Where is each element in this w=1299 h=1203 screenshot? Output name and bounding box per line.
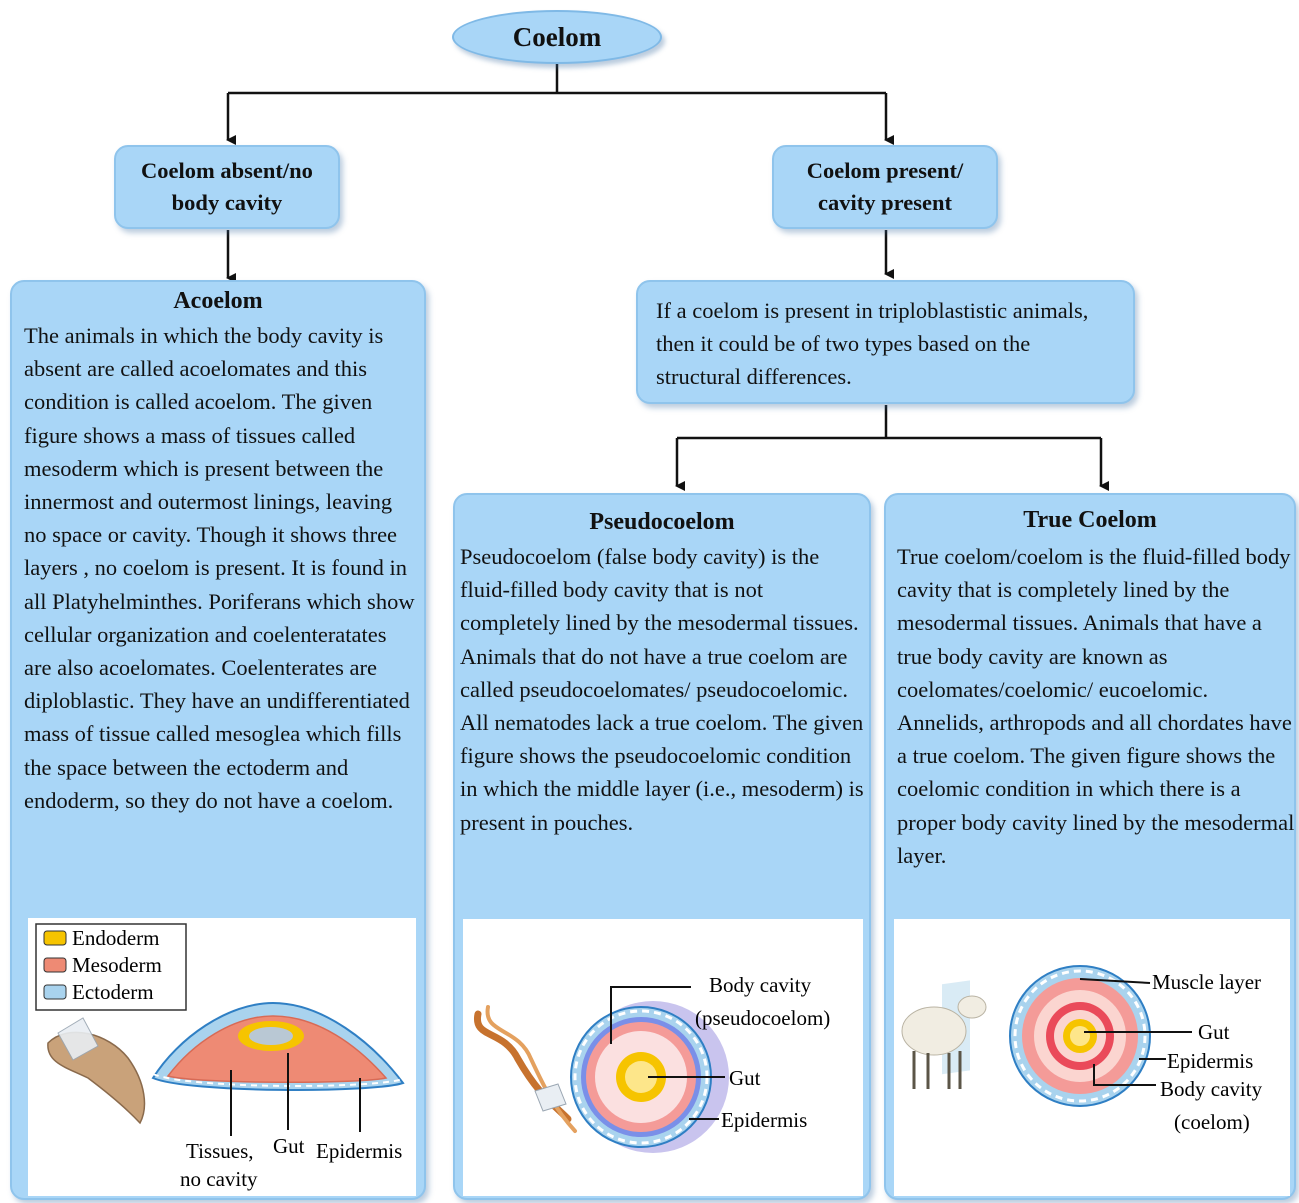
label-gut: Gut [729,1066,761,1090]
coelom-absent-node: Coelom absent/no body cavity [114,145,340,229]
legend-label-endoderm: Endoderm [72,926,159,950]
root-title: Coelom [512,21,602,52]
label-epidermis: Epidermis [316,1139,402,1163]
pseudocoelom-figure: Body cavity (pseudocoelom) Gut Epidermis [474,973,830,1153]
acoelom-figure-panel: Endoderm Mesoderm Ectoderm [28,918,416,1196]
acoelom-cross-section [151,997,405,1091]
label-no-cavity: no cavity [180,1167,258,1191]
coelom-present-title: Coelom present/ cavity present [806,158,964,215]
label-gut: Gut [273,1134,305,1158]
coelom-present-node: Coelom present/ cavity present [772,145,998,229]
legend-label-mesoderm: Mesoderm [72,953,162,977]
nematode-illustration [474,1005,577,1133]
label-muscle-layer: Muscle layer [1152,970,1261,994]
gut-lumen [249,1027,293,1045]
label-epidermis: Epidermis [721,1108,807,1132]
true-coelom-figure-panel: Muscle layer Gut Epidermis Body cavity (… [894,919,1290,1196]
acoelom-box: Acoelom The animals in which the body ca… [10,280,426,1200]
true-coelom-title: True Coelom [1023,507,1157,533]
legend-swatch-mesoderm [43,957,67,973]
present-note-text: If a coelom is present in triploblastist… [656,298,1089,390]
true-coelom-text: True coelom/coelom is the fluid-filled b… [897,544,1295,868]
legend-swatch-ectoderm [43,984,67,1000]
true-coelom-box: True Coelom True coelom/coelom is the fl… [884,493,1296,1200]
legend-label-ectoderm: Ectoderm [72,980,154,1004]
pseudocoelom-title: Pseudocoelom [589,509,735,535]
present-note-box: If a coelom is present in triploblastist… [636,280,1135,404]
acoelom-figure: Endoderm Mesoderm Ectoderm [35,923,405,1191]
label-coelom: (coelom) [1174,1110,1250,1134]
label-gut: Gut [1198,1020,1230,1044]
label-epidermis: Epidermis [1167,1049,1253,1073]
label-body-cavity: Body cavity [709,973,812,997]
label-body-cavity: Body cavity [1160,1077,1263,1101]
sheep-illustration [901,980,987,1089]
pseudocoelom-box: Pseudocoelom Pseudocoelom (false body ca… [453,493,871,1200]
pseudocoelom-figure-panel: Body cavity (pseudocoelom) Gut Epidermis [463,919,863,1196]
root-node: Coelom [452,10,662,64]
coelom-absent-title: Coelom absent/no body cavity [141,158,313,215]
legend-swatch-endoderm [43,930,67,946]
true-coelom-figure: Muscle layer Gut Epidermis Body cavity (… [901,965,1263,1134]
pseudocoelom-text: Pseudocoelom (false body cavity) is the … [460,544,864,835]
acoelom-text: The animals in which the body cavity is … [24,323,415,813]
flatworm-illustration [47,1017,146,1125]
true-coelom-cross-section [1009,965,1151,1107]
acoelom-title: Acoelom [173,288,263,314]
label-pseudocoelom: (pseudocoelom) [695,1006,830,1030]
label-tissues: Tissues, [186,1139,254,1163]
